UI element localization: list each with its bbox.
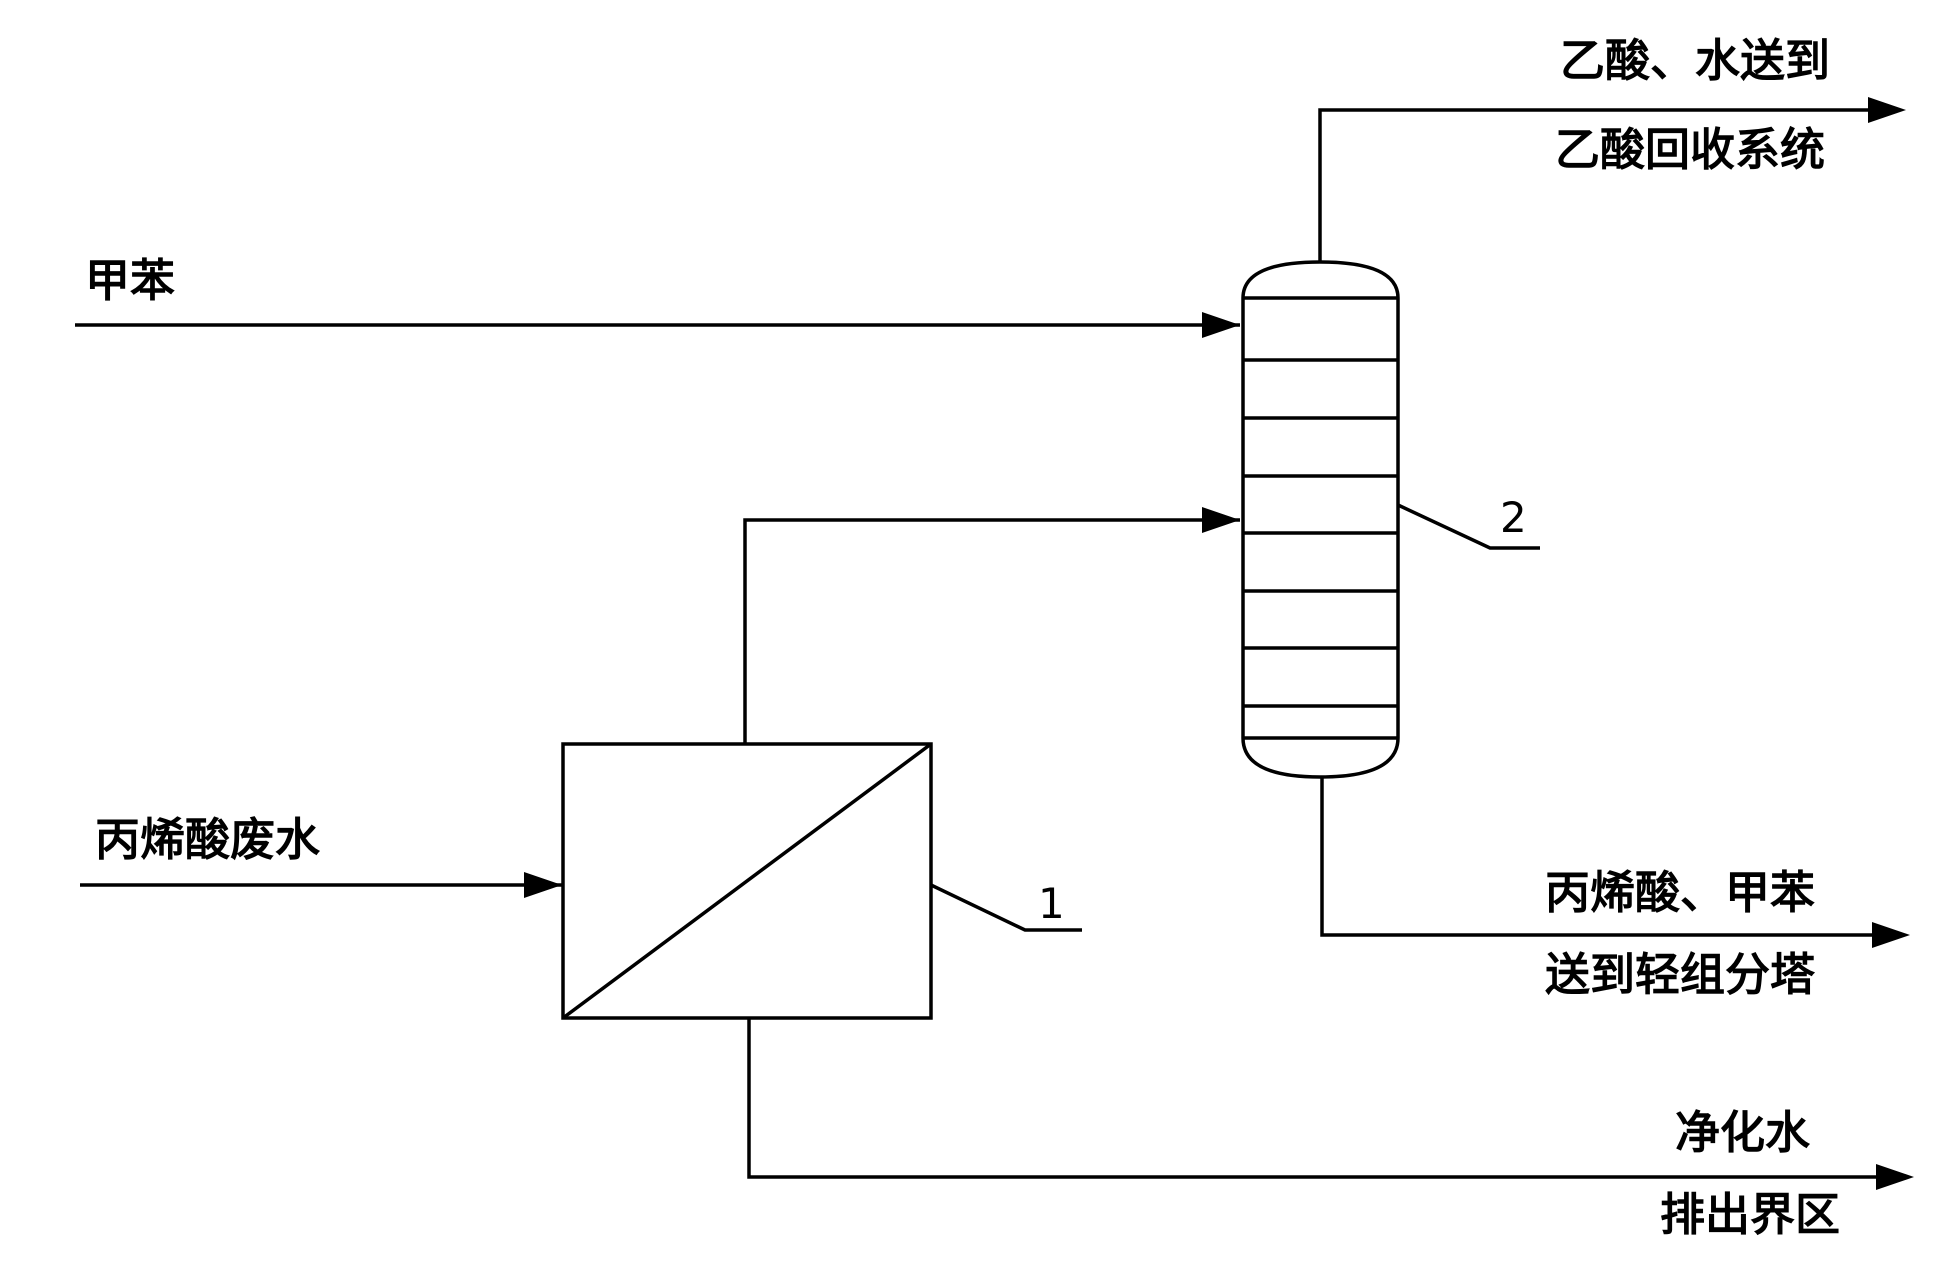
bottom-product-label-line2: 送到轻组分塔 [1545, 948, 1816, 1001]
bottom-product-label-line1: 丙烯酸、甲苯 [1545, 866, 1815, 919]
unit-1-callout [930, 883, 1082, 932]
top-product-arrow [1868, 97, 1906, 123]
top-product-label-line1: 乙酸、水送到 [1560, 34, 1830, 87]
wastewater-feed-arrow [524, 872, 562, 898]
unit-2-callout [1397, 503, 1540, 550]
separation-unit-1 [561, 742, 933, 1020]
toluene-feed-arrow [1202, 312, 1240, 338]
unit1-to-column-arrow [1202, 507, 1240, 533]
unit1-to-column-line [743, 507, 1240, 744]
wastewater-label: 丙烯酸废水 [95, 813, 321, 866]
purified-water-line [747, 1018, 1914, 1190]
column-top-outlet-line [1318, 97, 1906, 262]
bottom-product-arrow [1872, 922, 1910, 948]
column-trays [1243, 296, 1398, 740]
membrane-diagonal [561, 742, 933, 1020]
toluene-label: 甲苯 [85, 254, 175, 307]
wastewater-feed-line [80, 872, 562, 898]
tray-column-2 [1241, 260, 1400, 779]
unit-2-number: 2 [1500, 493, 1527, 542]
purified-water-label-line2: 排出界区 [1660, 1188, 1840, 1241]
column-bottom-outlet-line [1320, 777, 1910, 948]
unit-1-number: 1 [1038, 879, 1065, 928]
toluene-feed-line [75, 312, 1240, 338]
purified-water-label-line1: 净化水 [1675, 1106, 1811, 1159]
top-product-label-line2: 乙酸回收系统 [1555, 123, 1825, 176]
purified-water-arrow [1876, 1164, 1914, 1190]
